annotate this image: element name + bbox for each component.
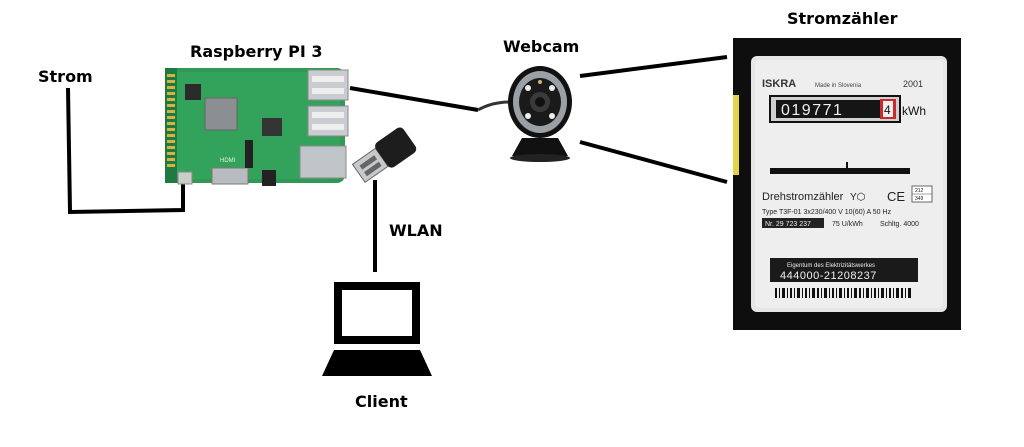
wlan-label: WLAN [389,221,443,240]
meter-constant: 75 U/kWh [832,221,863,228]
meter-origin: Made in Slovenia [815,83,862,89]
meter-box-top: 212 [915,188,924,194]
webcam-label: Webcam [503,37,580,56]
hdmi-silkscreen: HDMI [220,158,236,164]
webcam-to-meter-line-1 [579,55,728,78]
client-label: Client [355,392,408,411]
raspberry-pi-label: Raspberry PI 3 [190,42,323,61]
power-label: Strom [38,67,93,86]
meter-reading: 019771 [781,102,843,119]
meter-unit: kWh [902,104,926,118]
meter-schaltung: Schltg. 4000 [880,221,919,228]
meter-reading-last-digit: 4 [884,103,891,117]
meter-serial: Nr. 29 723 237 [765,221,811,228]
meter-brand: ISKRA [762,78,796,90]
meter-owner: Eigentum des Elektrizitätswerkes [787,263,875,269]
electricity-meter: ISKRA Made in Slovenia 2001 019771 4 kWh… [733,38,961,330]
power-cable [66,87,185,215]
laptop-icon [322,282,432,376]
meter-box-bottom: 349 [915,196,924,202]
webcam-to-meter-line-2 [579,140,728,184]
meter-type-name: Drehstromzähler [762,191,844,203]
meter-type-line: Type T3F-01 3x230/400 V 10(60) A 50 Hz [762,209,892,216]
raspberry-pi-board: HDMI [165,68,349,186]
meter-ce-mark: CE [887,189,905,204]
webcam-cord [477,100,511,112]
meter-symbols: Υ⬡ [850,192,865,203]
meter-label: Stromzähler [787,9,898,28]
usb-cable-to-webcam [349,86,479,112]
meter-owner-number: 444000-21208237 [780,270,877,282]
wlan-dongle [351,127,417,184]
webcam-icon [508,66,572,162]
meter-year: 2001 [903,79,923,89]
